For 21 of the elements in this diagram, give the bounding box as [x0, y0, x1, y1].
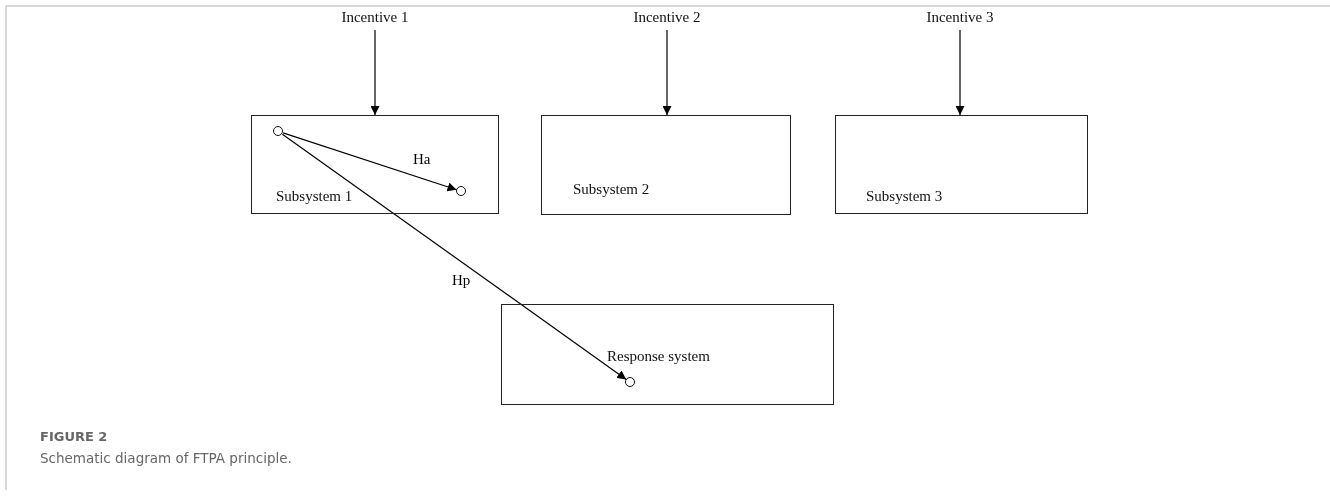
figure-caption: Schematic diagram of FTPA principle. [40, 450, 292, 466]
node-circle [625, 377, 635, 387]
stimulus-label: Incentive 2 [627, 9, 707, 27]
stimulus-label: Incentive 3 [920, 9, 1000, 27]
system-label: Subsystem 1 [276, 188, 353, 205]
system-label: Subsystem 2 [573, 181, 650, 198]
stimulus-label: Incentive 1 [335, 9, 415, 27]
system-label: Response system [607, 348, 710, 365]
arrow [370, 29, 380, 116]
arrow [662, 29, 672, 116]
arrow [282, 132, 458, 192]
system-box [835, 115, 1088, 214]
system-box [541, 115, 791, 215]
node-circle [273, 126, 283, 136]
node-circle [456, 186, 466, 196]
arrow [281, 133, 627, 380]
edge-label: Hp [450, 272, 473, 289]
figure-title: FIGURE 2 [40, 429, 108, 444]
arrow [955, 29, 965, 116]
system-box [501, 304, 834, 405]
system-label: Subsystem 3 [866, 188, 943, 205]
